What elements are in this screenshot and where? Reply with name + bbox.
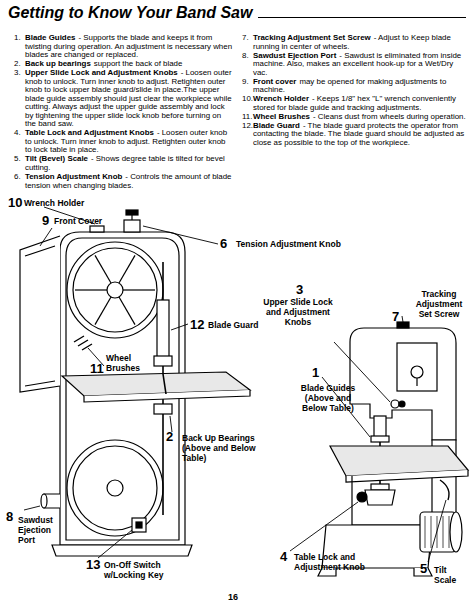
callout-label: On-Off Switch w/Locking Key — [104, 561, 176, 581]
item-number: 3. — [14, 69, 21, 78]
item-number: 6. — [14, 173, 21, 182]
wheel-spoke — [75, 289, 107, 290]
list-column: 1.Blade Guides- Supports the blade and k… — [14, 34, 234, 191]
item-name: Tension Adjustment Knob — [25, 172, 122, 181]
title-rule — [258, 17, 466, 18]
list-item: 1.Blade Guides- Supports the blade and k… — [14, 34, 234, 60]
callout-number: 10 — [8, 196, 22, 209]
item-number: 7. — [242, 34, 249, 43]
item-name: Wheel Brushes — [253, 112, 310, 121]
item-name: Wrench Holder — [253, 94, 309, 103]
callout-number: 3 — [296, 283, 303, 296]
callout-label: Back Up Bearings (Above and Below Table) — [182, 434, 256, 463]
item-number: 11. — [242, 113, 252, 122]
callout-number: 6 — [220, 237, 227, 250]
item-name: Tracking Adjustment Set Screw — [253, 33, 371, 42]
item-number: 8. — [242, 52, 249, 61]
callout-label: Front Cover — [54, 217, 102, 227]
item-name: Tilt (Bevel) Scale — [25, 154, 88, 163]
item-name: Table Lock and Adjustment Knobs — [25, 128, 154, 137]
list-item: 11.Wheel Brushes- Cleans dust from wheel… — [242, 113, 466, 122]
item-name: Blade Guides — [25, 33, 75, 42]
list-item: 12.Blade Guard- The blade guard protects… — [242, 122, 466, 148]
item-number: 5. — [14, 155, 21, 164]
callout-label: Tension Adjustment Knob — [236, 240, 341, 250]
callout-label: Wheel Brushes — [106, 354, 150, 374]
page-title: Getting to Know Your Band Saw — [8, 4, 252, 22]
callout-number: 12 — [190, 318, 204, 331]
callout-label: Blade Guides (Above and Below Table) — [296, 384, 360, 413]
item-number: 4. — [14, 129, 21, 138]
item-name: Sawdust Ejection Port — [253, 51, 336, 60]
callout-number: 1 — [312, 366, 319, 379]
title-row: Getting to Know Your Band Saw — [8, 4, 466, 22]
callout-label: Table Lock and Adjustment Knob — [294, 553, 366, 573]
callout-number: 5 — [420, 562, 427, 575]
wheel-spoke — [95, 255, 111, 283]
item-number: 1. — [14, 34, 21, 43]
page-number: 16 — [228, 592, 238, 602]
item-number: 12. — [242, 122, 253, 131]
callout-label: Sawdust Ejection Port — [18, 516, 62, 545]
wheel-spoke — [95, 297, 111, 325]
motor-fin — [431, 516, 432, 548]
motor-fin — [443, 516, 444, 548]
callout-label: Upper Slide Lock and Adjustment Knobs — [258, 298, 338, 327]
callout-label: Tilt Scale — [434, 566, 468, 586]
item-description: - Cleans dust from wheels during operati… — [313, 112, 466, 121]
item-number: 10. — [242, 95, 253, 104]
list-item: 5.Tilt (Bevel) Scale- Shows degree table… — [14, 155, 234, 172]
callout-number: 13 — [86, 558, 100, 571]
callout-label: Tracking Adjustment Set Screw — [410, 290, 468, 319]
list-item: 9.Front covermay be opened for making ad… — [242, 78, 466, 95]
item-name: Back up bearings — [25, 59, 91, 68]
callout-number: 2 — [166, 430, 173, 443]
list-item: 6.Tension Adjustment Knob- Controls the … — [14, 173, 234, 190]
list-item: 7.Tracking Adjustment Set Screw- Adjust … — [242, 34, 466, 51]
item-name: Blade Guard — [253, 121, 300, 130]
callout-number: 11 — [90, 362, 104, 375]
list-item: 10.Wrench Holder- Keeps 1/8" hex "L" wre… — [242, 95, 466, 112]
callout-label: Blade Guard — [208, 321, 259, 331]
item-description: support the back of blade — [94, 59, 183, 68]
wheel-spoke — [123, 289, 155, 290]
list-item: 4.Table Lock and Adjustment Knobs- Loose… — [14, 129, 234, 155]
list-item: 2. Back up bearingssupport the back of bl… — [14, 60, 234, 69]
list-item: 8.Sawdust Ejection Port- Sawdust is elim… — [242, 52, 466, 78]
item-name: Upper Slide Lock and Adjustment Knobs — [25, 68, 178, 77]
callout-number: 7 — [392, 310, 399, 323]
wheel-spoke — [119, 297, 135, 325]
item-description: - Loosen outer knob to unlock. Turn inne… — [25, 68, 232, 128]
item-number: 9. — [242, 78, 249, 87]
callout-number: 8 — [6, 510, 13, 523]
motor-fin — [449, 516, 450, 548]
motor-fin — [425, 516, 426, 548]
callout-number: 9 — [42, 214, 49, 227]
list-column: 7.Tracking Adjustment Set Screw- Adjust … — [242, 34, 466, 148]
item-name: Front cover — [253, 77, 296, 86]
list-item: 3. Upper Slide Lock and Adjustment Knobs-… — [14, 69, 234, 129]
callout-number: 4 — [280, 550, 287, 563]
callout-label: Wrench Holder — [24, 199, 84, 209]
item-number: 2. — [14, 60, 21, 69]
wheel-spoke — [119, 255, 135, 283]
